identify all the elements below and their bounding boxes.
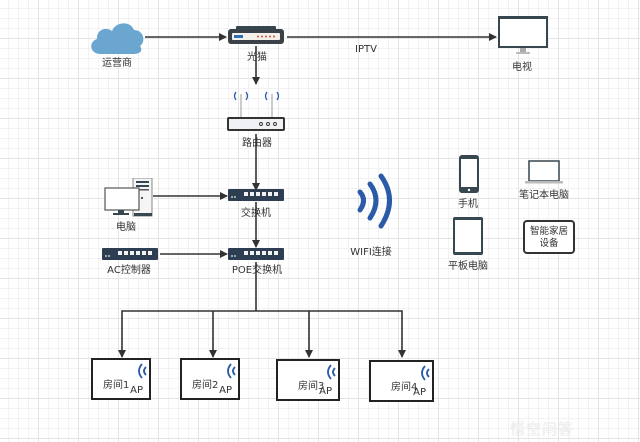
room-name: 房间3 bbox=[298, 381, 325, 392]
smartphone-icon[interactable] bbox=[458, 154, 480, 194]
monitor-icon[interactable] bbox=[498, 16, 548, 56]
optical-modem-icon[interactable] bbox=[228, 26, 286, 46]
ap-label: AP bbox=[413, 387, 426, 398]
desktop-pc-icon[interactable] bbox=[104, 178, 154, 218]
smart-home-label-line2: 设备 bbox=[539, 238, 559, 249]
router-label: 路由器 bbox=[242, 138, 272, 149]
tablet-label: 平板电脑 bbox=[448, 261, 488, 272]
ap-wifi-icon bbox=[327, 364, 336, 380]
edge-poe-room1 bbox=[118, 310, 256, 358]
tv-label: 电视 bbox=[512, 62, 532, 73]
poe-switch-icon[interactable] bbox=[228, 248, 284, 262]
smart-home-device-box[interactable]: 智能家居 设备 bbox=[523, 220, 575, 254]
tablet-icon[interactable] bbox=[452, 216, 484, 256]
ac-controller-icon[interactable] bbox=[102, 248, 158, 262]
poe-label: POE交换机 bbox=[231, 265, 283, 276]
ac-label: AC控制器 bbox=[107, 265, 151, 276]
room-3-ap[interactable]: 房间3 AP bbox=[276, 359, 340, 401]
smart-home-label-line1: 智能家居 bbox=[529, 226, 568, 237]
room-name: 房间4 bbox=[391, 382, 418, 393]
wifi-signal-icon bbox=[357, 173, 392, 229]
wifi-label: WIFI连接 bbox=[350, 247, 392, 258]
watermark: 悟空问答 bbox=[510, 420, 575, 438]
iptv-edge-label: IPTV bbox=[355, 44, 377, 55]
ap-label: AP bbox=[130, 385, 143, 396]
cloud-icon[interactable] bbox=[88, 20, 146, 56]
edge-poe-room3 bbox=[256, 310, 313, 358]
isp-label: 运营商 bbox=[102, 58, 132, 69]
room-2-ap[interactable]: 房间2 AP bbox=[180, 358, 240, 400]
room-name: 房间2 bbox=[192, 380, 219, 391]
switch-icon[interactable] bbox=[228, 189, 284, 203]
edge-poe-room4 bbox=[309, 310, 406, 358]
ap-wifi-icon bbox=[138, 363, 147, 379]
pc-label: 电脑 bbox=[116, 222, 136, 233]
phone-label: 手机 bbox=[458, 199, 478, 210]
room-name: 房间1 bbox=[103, 380, 130, 391]
laptop-icon[interactable] bbox=[525, 160, 563, 186]
ap-label: AP bbox=[319, 386, 332, 397]
switch-label: 交换机 bbox=[241, 208, 271, 219]
modem-label: 光猫 bbox=[247, 52, 267, 63]
ap-wifi-icon bbox=[227, 363, 236, 379]
room-4-ap[interactable]: 房间4 AP bbox=[369, 360, 434, 402]
room-1-ap[interactable]: 房间1 AP bbox=[91, 358, 151, 400]
router-icon[interactable] bbox=[226, 88, 288, 134]
ap-wifi-icon bbox=[421, 365, 430, 381]
ap-label: AP bbox=[219, 385, 232, 396]
laptop-label: 笔记本电脑 bbox=[519, 190, 569, 201]
